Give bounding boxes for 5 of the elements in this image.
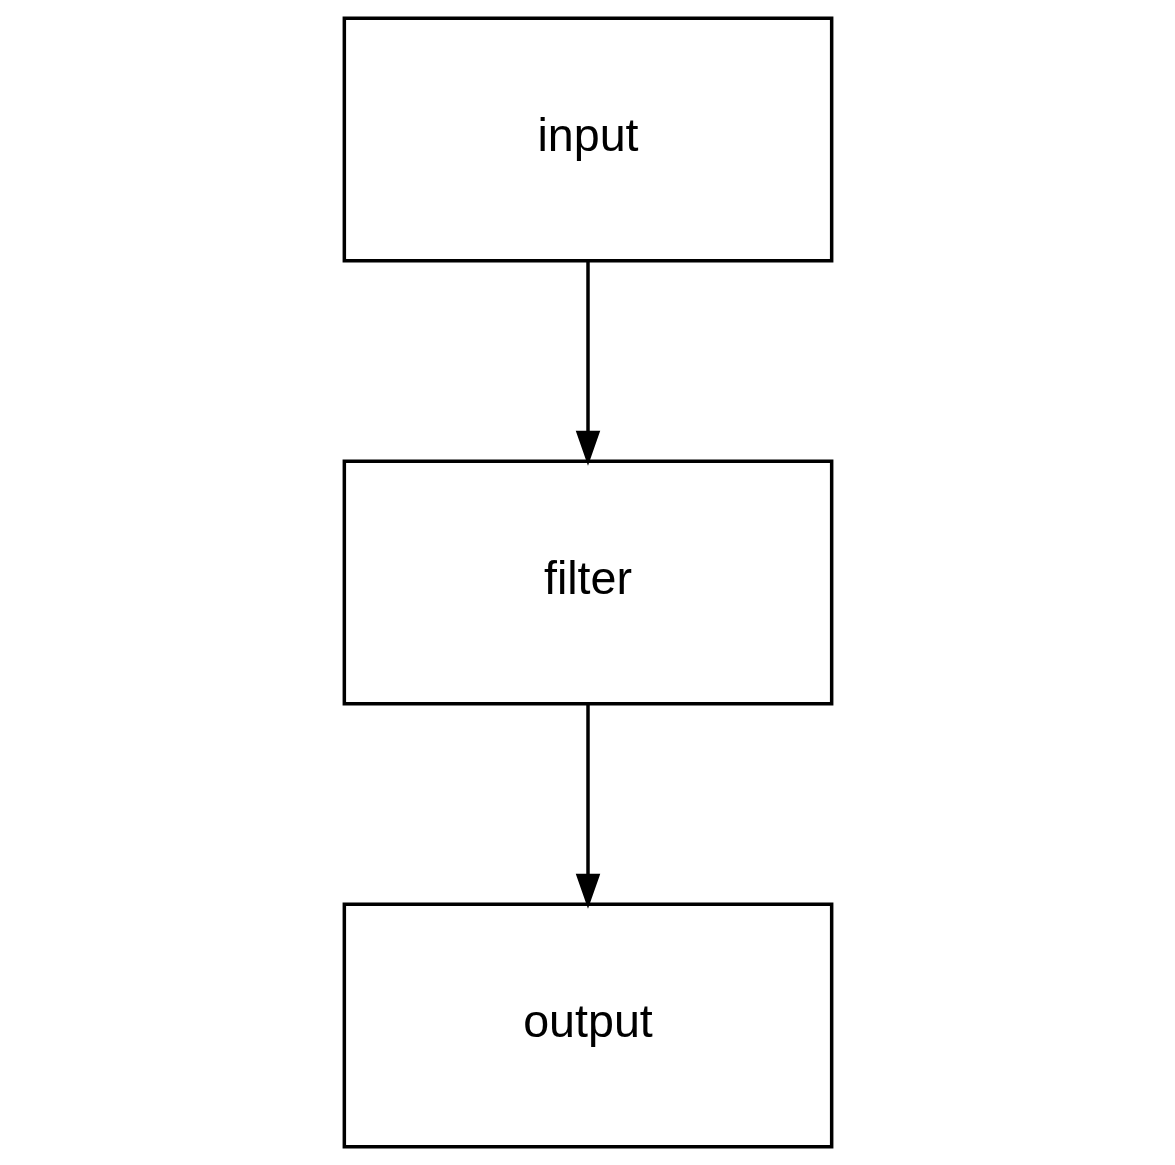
node-box: input (342, 16, 833, 263)
arrow (575, 261, 600, 466)
arrow (575, 704, 600, 909)
node-box: filter (342, 459, 833, 706)
node-box: output (342, 902, 833, 1149)
